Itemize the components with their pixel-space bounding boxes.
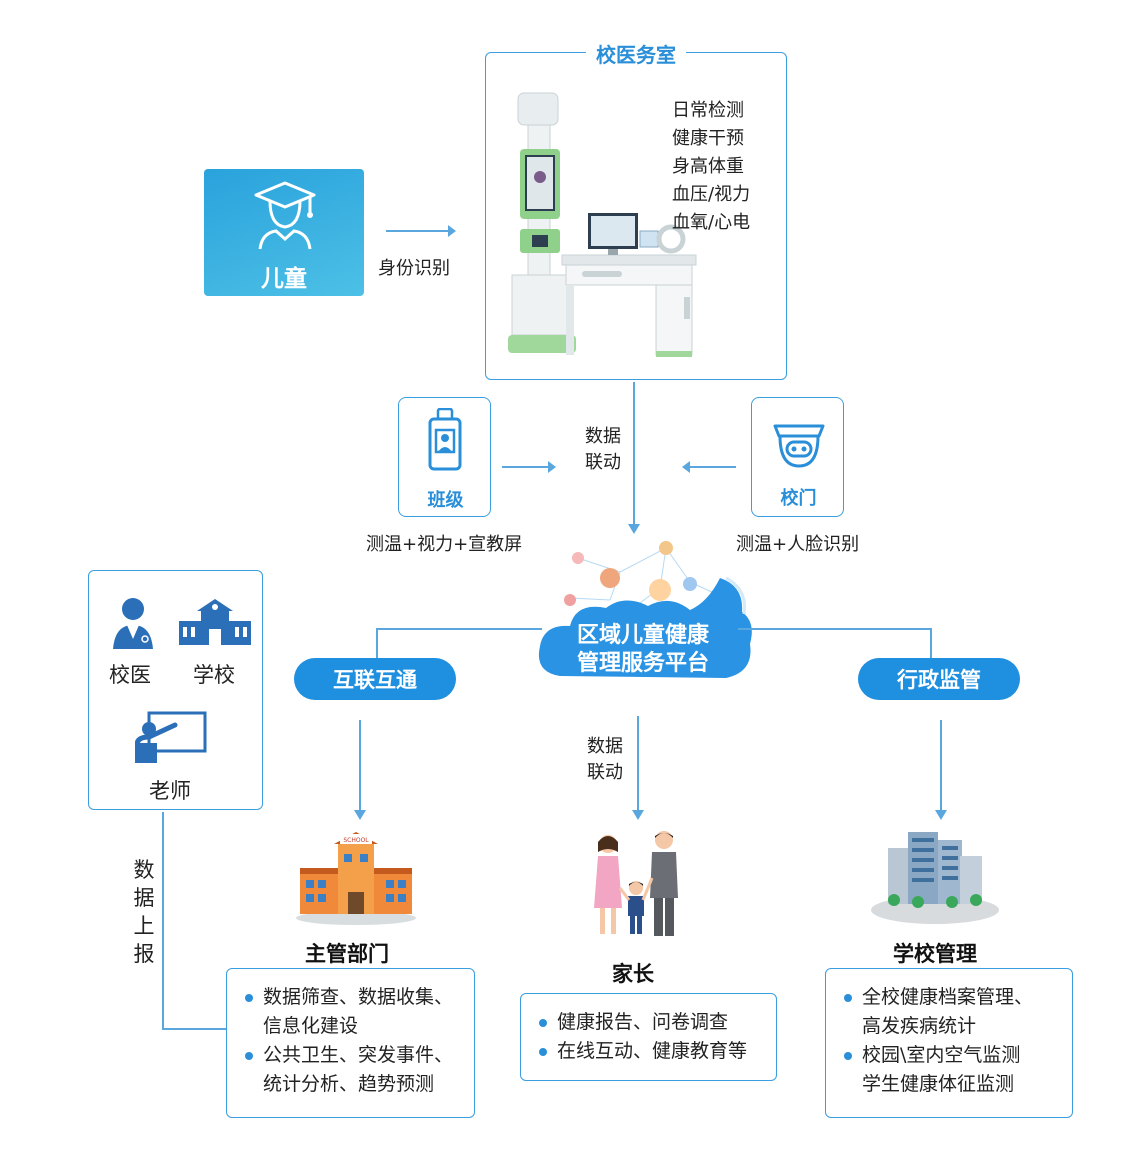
arrow-gate-to-center <box>682 461 736 473</box>
clinic-feature: 血压/视力 <box>672 184 751 205</box>
school-mgmt-item-line: 全校健康档案管理、 <box>862 986 1034 1008</box>
role-teacher: 老师 <box>149 779 191 803</box>
teacher-icon <box>135 711 207 763</box>
data-link-top: 数据 联动 <box>585 424 621 476</box>
data-report-char: 报 <box>133 942 155 966</box>
connector-left-h <box>376 628 542 630</box>
id-card-icon <box>428 408 462 471</box>
class-caption: 测温+视力+宣教屏 <box>366 534 523 555</box>
student-graduate-icon <box>254 181 316 250</box>
data-link-mid: 数据 联动 <box>587 734 623 786</box>
gate-label: 校门 <box>780 488 817 509</box>
school-sign-text: SCHOOL <box>343 837 369 844</box>
connector-left-v <box>376 628 378 658</box>
dept-item-line: 信息化建设 <box>263 1015 359 1037</box>
data-report-label: 数 据 上 报 <box>130 856 158 968</box>
identity-label: 身份识别 <box>378 258 450 279</box>
platform-cloud <box>538 541 752 678</box>
dept-item-line: 统计分析、趋势预测 <box>263 1073 435 1095</box>
arrow-child-to-clinic <box>386 225 456 237</box>
data-link-mid-line: 数据 <box>587 736 623 757</box>
arrow-clinic-to-platform <box>628 382 640 534</box>
parents-item: 在线互动、健康教育等 <box>533 1037 766 1066</box>
school-mgmt-item-line: 学生健康体征监测 <box>862 1073 1015 1095</box>
data-link-mid-line: 联动 <box>587 762 623 783</box>
dept-item: 数据筛查、数据收集、 信息化建设 <box>239 983 464 1041</box>
connector-right-h <box>738 628 932 630</box>
admin-supervision-pill: 行政监管 <box>858 658 1020 700</box>
school-mgmt-title: 学校管理 <box>893 942 977 966</box>
data-report-char: 据 <box>133 886 155 910</box>
arrow-to-dept <box>354 720 366 820</box>
parents-title: 家长 <box>612 962 654 986</box>
parents-box: 健康报告、问卷调查 在线互动、健康教育等 <box>520 993 777 1081</box>
child-label: 儿童 <box>261 266 307 292</box>
child-tile: 儿童 <box>204 169 364 296</box>
role-doctor: 校医 <box>109 663 151 687</box>
school-mgmt-item: 校园\室内空气监测 学生健康体征监测 <box>838 1041 1064 1099</box>
roles-box: 校医 学校 老师 <box>88 570 263 810</box>
school-mgmt-box: 全校健康档案管理、 高发疾病统计 校园\室内空气监测 学生健康体征监测 <box>825 968 1073 1118</box>
data-report-char: 上 <box>133 914 155 938</box>
role-school: 学校 <box>193 663 235 687</box>
platform-title-line1: 区域儿童健康 <box>576 623 709 648</box>
gate-caption: 测温+人脸识别 <box>736 534 860 555</box>
class-label: 班级 <box>427 490 464 511</box>
interconnect-pill: 互联互通 <box>294 658 456 700</box>
family-illustration <box>594 831 678 936</box>
report-connector-h <box>162 1028 226 1030</box>
data-link-top-line: 联动 <box>585 452 621 473</box>
doctor-icon <box>113 598 153 649</box>
data-report-char: 数 <box>133 858 155 882</box>
report-connector-v <box>162 812 164 1030</box>
dept-item: 公共卫生、突发事件、 统计分析、趋势预测 <box>239 1041 464 1099</box>
camera-icon <box>773 424 825 468</box>
dept-box: 数据筛查、数据收集、 信息化建设 公共卫生、突发事件、 统计分析、趋势预测 <box>226 968 475 1118</box>
dept-title: 主管部门 <box>305 942 389 966</box>
school-clinic-box: 校医务室 日常检测 健康干预 身高体重 血压/视力 血氧/心电 <box>485 39 787 380</box>
data-link-top-line: 数据 <box>585 426 621 447</box>
parents-item: 健康报告、问卷调查 <box>533 1008 766 1037</box>
arrow-to-school-mgmt <box>935 720 947 820</box>
school-mgmt-item-line: 校园\室内空气监测 <box>862 1044 1021 1066</box>
clinic-feature: 健康干预 <box>672 128 744 149</box>
school-mgmt-item: 全校健康档案管理、 高发疾病统计 <box>838 983 1064 1041</box>
class-node: 班级 <box>398 397 491 517</box>
office-buildings-illustration <box>871 832 999 924</box>
arrow-to-parents <box>632 716 644 820</box>
clinic-feature: 血氧/心电 <box>672 212 751 233</box>
school-mgmt-item-line: 高发疾病统计 <box>862 1015 977 1037</box>
school-building-icon <box>179 599 251 645</box>
clinic-feature: 身高体重 <box>672 156 744 177</box>
health-kiosk-illustration <box>508 92 697 357</box>
school-building-illustration: SCHOOL <box>296 832 416 925</box>
gate-node: 校门 <box>751 397 844 517</box>
dept-item-line: 公共卫生、突发事件、 <box>263 1044 454 1066</box>
connector-right-v <box>930 628 932 658</box>
clinic-feature: 日常检测 <box>672 100 744 121</box>
dept-item-line: 数据筛查、数据收集、 <box>263 986 454 1008</box>
arrow-class-to-center <box>502 461 556 473</box>
school-clinic-title: 校医务室 <box>586 39 686 68</box>
platform-title-line2: 管理服务平台 <box>576 651 709 676</box>
platform-title: 区域儿童健康 管理服务平台 <box>552 622 734 678</box>
